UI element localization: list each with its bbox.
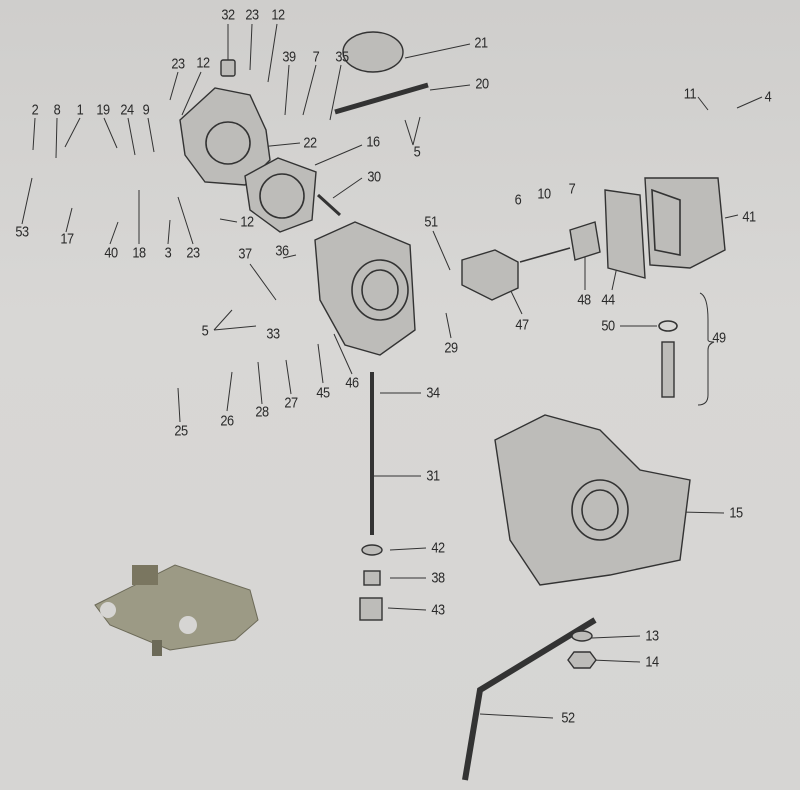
callout-label: 5 xyxy=(201,322,209,340)
float xyxy=(461,247,571,301)
callout-label: 29 xyxy=(444,339,458,357)
callout-label: 35 xyxy=(335,48,349,66)
callout-label: 15 xyxy=(729,504,743,522)
callout-label: 50 xyxy=(601,317,615,335)
leader-lines xyxy=(21,23,763,719)
callout-label: 7 xyxy=(312,48,320,66)
callout-label: 39 xyxy=(282,48,296,66)
main-body xyxy=(314,221,416,356)
callout-label: 16 xyxy=(366,133,380,151)
callout-label: 8 xyxy=(53,101,61,119)
callout-label: 23 xyxy=(245,6,259,24)
lockwasher-part xyxy=(571,630,593,642)
callout-label: 21 xyxy=(474,34,488,52)
callout-label: 26 xyxy=(220,412,234,430)
callout-label: 23 xyxy=(186,244,200,262)
callout-label: 14 xyxy=(645,653,659,671)
callout-label: 46 xyxy=(345,374,359,392)
spring-part xyxy=(363,570,381,586)
callout-label: 1 xyxy=(76,101,84,119)
callout-label: 5 xyxy=(413,143,421,161)
callout-label: 12 xyxy=(196,54,210,72)
bracket-49 xyxy=(697,292,715,406)
callout-label: 52 xyxy=(561,709,575,727)
callout-label: 38 xyxy=(431,569,445,587)
callout-label: 42 xyxy=(431,539,445,557)
callout-label: 33 xyxy=(266,325,280,343)
callout-label: 30 xyxy=(367,168,381,186)
plug-part xyxy=(359,597,383,621)
callout-label: 36 xyxy=(275,242,289,260)
callout-label: 11 xyxy=(683,85,697,103)
fuel-valve xyxy=(658,320,678,398)
callout-label: 32 xyxy=(221,6,235,24)
callout-label: 9 xyxy=(142,101,150,119)
bowl-gasket xyxy=(604,189,646,279)
callout-label: 51 xyxy=(424,213,438,231)
callout-label: 49 xyxy=(712,329,726,347)
callout-label: 2 xyxy=(31,101,39,119)
callout-label: 48 xyxy=(577,291,591,309)
callout-label: 10 xyxy=(537,185,551,203)
callout-label: 31 xyxy=(426,467,440,485)
callout-label: 45 xyxy=(316,384,330,402)
bracket-photo xyxy=(94,564,259,656)
callout-label: 37 xyxy=(238,245,252,263)
callout-label: 13 xyxy=(645,627,659,645)
callout-label: 17 xyxy=(60,230,74,248)
callout-label: 7 xyxy=(568,180,576,198)
callout-label: 4 xyxy=(764,88,772,106)
callout-label: 12 xyxy=(240,213,254,231)
gasket xyxy=(244,157,317,233)
callout-label: 41 xyxy=(742,208,756,226)
callout-label: 28 xyxy=(255,403,269,421)
disc-part xyxy=(342,31,404,73)
callout-label: 47 xyxy=(515,316,529,334)
callout-label: 22 xyxy=(303,134,317,152)
float-bowl xyxy=(644,177,726,269)
float-hinge xyxy=(569,221,601,261)
callout-label: 24 xyxy=(120,101,134,119)
callout-label: 23 xyxy=(171,55,185,73)
shaft-part xyxy=(334,82,429,115)
callout-label: 20 xyxy=(475,75,489,93)
callout-label: 6 xyxy=(514,191,522,209)
callout-label: 3 xyxy=(164,244,172,262)
nut-part xyxy=(567,651,597,669)
callout-label: 34 xyxy=(426,384,440,402)
callout-label: 44 xyxy=(601,291,615,309)
callout-label: 43 xyxy=(431,601,445,619)
callout-label: 40 xyxy=(104,244,118,262)
top-housing xyxy=(179,59,271,186)
callout-label: 18 xyxy=(132,244,146,262)
callout-label: 27 xyxy=(284,394,298,412)
callout-label: 53 xyxy=(15,223,29,241)
washer-part xyxy=(361,544,383,556)
pin-part xyxy=(316,193,342,217)
callout-label: 19 xyxy=(96,101,110,119)
assembled-carburetor xyxy=(494,414,691,586)
callout-label: 25 xyxy=(174,422,188,440)
callout-label: 12 xyxy=(271,6,285,24)
bracket-rod xyxy=(462,617,597,781)
